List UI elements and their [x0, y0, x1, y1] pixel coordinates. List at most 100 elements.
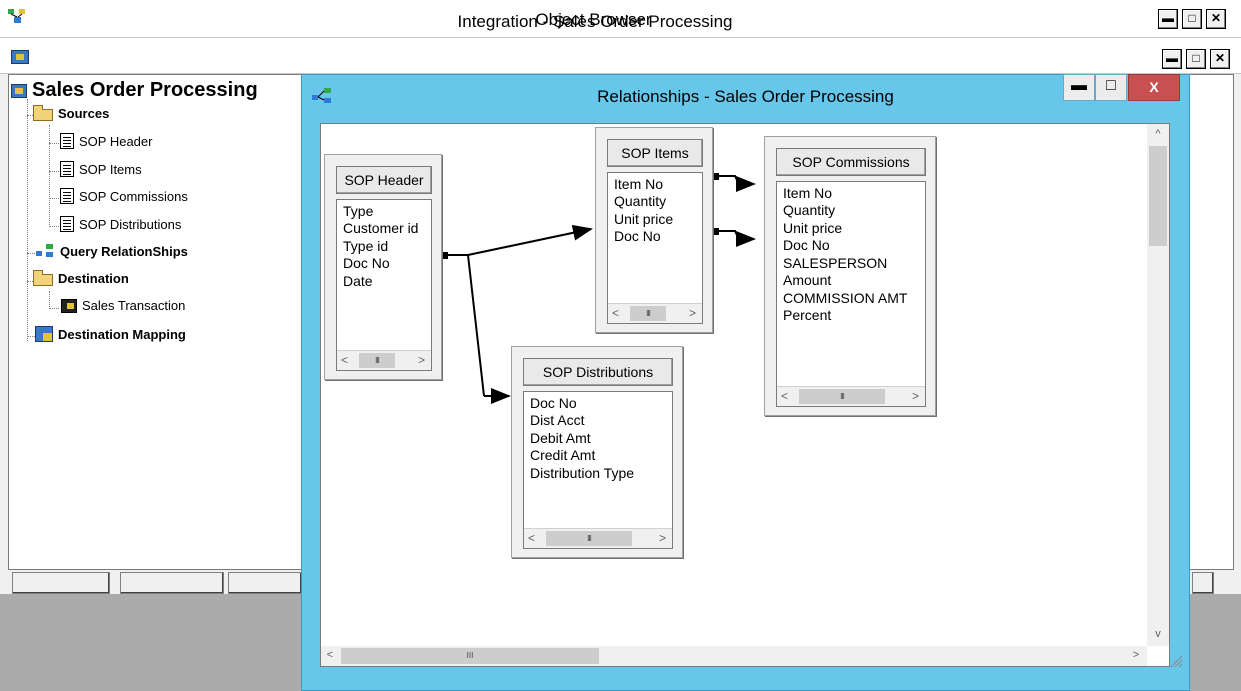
tree-item-label: SOP Items	[79, 161, 142, 177]
field-item[interactable]: Quantity	[783, 202, 836, 218]
scroll-up-arrow-icon[interactable]: ^	[1155, 128, 1161, 140]
field-item[interactable]: Item No	[614, 176, 664, 192]
scroll-right-arrow-icon[interactable]: >	[1132, 649, 1140, 661]
mapping-icon	[35, 326, 53, 342]
scroll-thumb[interactable]: III	[630, 306, 666, 321]
horizontal-scroll-thumb[interactable]: III	[341, 648, 599, 664]
tree-item-sources[interactable]: Sources	[33, 105, 109, 121]
field-list[interactable]: Item No Quantity Unit price Doc No < III…	[607, 172, 703, 324]
tree-item-label: SOP Header	[79, 133, 153, 149]
folder-open-icon	[33, 105, 53, 121]
table-horizontal-scrollbar[interactable]: < III >	[337, 350, 431, 370]
field-list[interactable]: Type Customer id Type id Doc No Date < I…	[336, 199, 432, 371]
table-horizontal-scrollbar[interactable]: < III >	[608, 303, 702, 323]
field-item[interactable]: SALESPERSON	[783, 255, 888, 271]
field-item[interactable]: Unit price	[614, 211, 674, 227]
integration-maximize-button[interactable]: □	[1186, 49, 1206, 69]
lower-button-4[interactable]	[1192, 572, 1214, 594]
lower-button-1[interactable]	[12, 572, 110, 594]
table-sop-distributions[interactable]: SOP Distributions Doc No Dist Acct Debit…	[511, 346, 683, 558]
scroll-right-arrow-icon[interactable]: >	[911, 389, 919, 403]
integration-icon	[11, 83, 27, 98]
relationships-canvas: ^ v < III > SOP Header Type Customer id …	[320, 123, 1183, 668]
field-item[interactable]: Doc No	[530, 395, 577, 411]
document-icon	[60, 133, 74, 149]
tree-item-query-relationships[interactable]: Query RelationShips	[35, 243, 188, 259]
tree-item-label: Query RelationShips	[60, 243, 188, 259]
scroll-right-arrow-icon[interactable]: >	[417, 353, 425, 367]
integration-close-button[interactable]: ✕	[1210, 49, 1230, 69]
field-item[interactable]: Percent	[783, 307, 832, 323]
tree-item-sales-transaction[interactable]: Sales Transaction	[57, 298, 185, 313]
scroll-left-arrow-icon[interactable]: <	[612, 306, 620, 320]
scroll-left-arrow-icon[interactable]: <	[341, 353, 349, 367]
scroll-down-arrow-icon[interactable]: v	[1155, 628, 1161, 640]
table-header[interactable]: SOP Header	[336, 166, 432, 194]
table-horizontal-scrollbar[interactable]: < III >	[777, 386, 925, 406]
scroll-left-arrow-icon[interactable]: <	[326, 649, 334, 661]
table-horizontal-scrollbar[interactable]: < III >	[524, 528, 672, 548]
field-item[interactable]: Date	[343, 273, 373, 289]
tree-item-label: Destination Mapping	[58, 326, 186, 342]
table-header[interactable]: SOP Items	[607, 139, 703, 167]
field-item[interactable]: Customer id	[343, 220, 419, 236]
field-item[interactable]: Debit Amt	[530, 430, 591, 446]
field-item[interactable]: Item No	[783, 185, 833, 201]
lower-button-2[interactable]	[120, 572, 224, 594]
document-icon	[60, 188, 74, 204]
field-item[interactable]: Amount	[783, 272, 832, 288]
horizontal-scrollbar[interactable]: < III >	[321, 646, 1147, 666]
field-item[interactable]: Doc No	[343, 255, 390, 271]
tree-item-sop-items[interactable]: SOP Items	[57, 161, 142, 177]
resize-grip-icon[interactable]	[1169, 654, 1183, 668]
table-header[interactable]: SOP Distributions	[523, 358, 673, 386]
field-item[interactable]: Type id	[343, 238, 389, 254]
field-item[interactable]: Unit price	[783, 220, 843, 236]
scroll-left-arrow-icon[interactable]: <	[528, 531, 536, 545]
lower-button-3[interactable]	[228, 572, 302, 594]
scroll-thumb[interactable]: III	[546, 531, 632, 546]
field-item[interactable]: Distribution Type	[530, 465, 635, 481]
field-list[interactable]: Doc No Dist Acct Debit Amt Credit Amt Di…	[523, 391, 673, 549]
tree-item-sop-header[interactable]: SOP Header	[57, 133, 152, 149]
field-item[interactable]: COMMISSION AMT	[783, 290, 908, 306]
object-browser-minimize-button[interactable]: ▬	[1158, 9, 1178, 29]
vertical-scroll-thumb[interactable]	[1149, 146, 1167, 246]
tree-connector	[49, 171, 59, 172]
table-sop-header[interactable]: SOP Header Type Customer id Type id Doc …	[324, 154, 442, 380]
field-item[interactable]: Quantity	[614, 193, 667, 209]
relationships-minimize-button[interactable]: ▬	[1063, 74, 1095, 101]
table-header[interactable]: SOP Commissions	[776, 148, 926, 176]
field-list[interactable]: Item No Quantity Unit price Doc No SALES…	[776, 181, 926, 407]
scroll-right-arrow-icon[interactable]: >	[688, 306, 696, 320]
tree-connector	[49, 308, 59, 309]
table-sop-commissions[interactable]: SOP Commissions Item No Quantity Unit pr…	[764, 136, 936, 416]
object-browser-close-button[interactable]: ✕	[1206, 9, 1226, 29]
scroll-thumb[interactable]: III	[359, 353, 395, 368]
tree-connector	[27, 281, 35, 282]
object-browser-titlebar	[0, 0, 1241, 38]
field-item[interactable]: Dist Acct	[530, 412, 585, 428]
field-item[interactable]: Doc No	[614, 228, 661, 244]
vertical-scrollbar[interactable]: ^ v	[1147, 124, 1169, 646]
scroll-thumb[interactable]: III	[799, 389, 885, 404]
tree-connector	[49, 291, 50, 309]
table-sop-items[interactable]: SOP Items Item No Quantity Unit price Do…	[595, 127, 713, 333]
relationships-icon	[35, 243, 55, 259]
object-browser-maximize-button[interactable]: □	[1182, 9, 1202, 29]
scroll-left-arrow-icon[interactable]: <	[781, 389, 789, 403]
tree-item-destination-mapping[interactable]: Destination Mapping	[35, 326, 186, 342]
relationships-close-button[interactable]: X	[1128, 74, 1180, 101]
field-item[interactable]: Credit Amt	[530, 447, 596, 463]
tree-item-label: SOP Commissions	[79, 188, 188, 204]
field-item[interactable]: Doc No	[783, 237, 830, 253]
field-item[interactable]: Type	[343, 203, 374, 219]
tree-item-label: Destination	[58, 271, 129, 286]
relationships-maximize-button[interactable]: □	[1095, 74, 1127, 101]
tree-root[interactable]: Sales Order Processing	[11, 79, 258, 102]
tree-item-sop-distributions[interactable]: SOP Distributions	[57, 216, 181, 232]
tree-item-destination[interactable]: Destination	[33, 270, 129, 286]
tree-item-sop-commissions[interactable]: SOP Commissions	[57, 188, 188, 204]
integration-minimize-button[interactable]: ▬	[1162, 49, 1182, 69]
scroll-right-arrow-icon[interactable]: >	[658, 531, 666, 545]
